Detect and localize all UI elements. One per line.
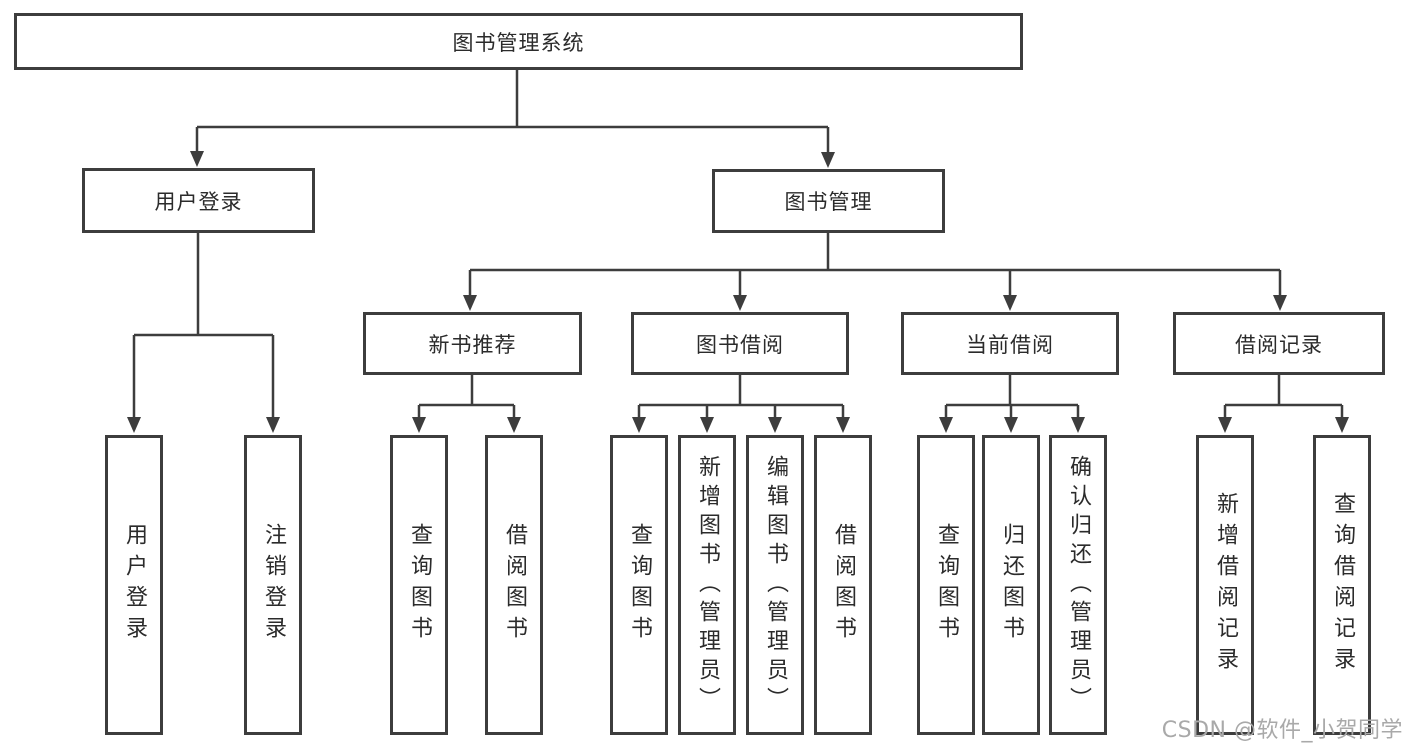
csdn-watermark: CSDN @软件_小贺同学 <box>1161 718 1403 743</box>
leaf-add-books-admin: 新增图书（管理员） <box>678 435 736 735</box>
leaf-label: 注销登录 <box>261 523 286 647</box>
leaf-confirm-return-admin: 确认归还（管理员） <box>1049 435 1107 735</box>
leaf-label: 编辑图书（管理员） <box>763 454 788 716</box>
node-library-management-system: 图书管理系统 <box>14 13 1023 70</box>
leaf-label: 用户登录 <box>122 523 147 647</box>
leaf-query-books-recommend: 查询图书 <box>390 435 448 735</box>
leaf-user-login: 用户登录 <box>105 435 163 735</box>
leaf-label: 借阅图书 <box>831 523 856 647</box>
leaf-label: 查询图书 <box>407 523 432 647</box>
leaf-query-books-borrow: 查询图书 <box>610 435 668 735</box>
leaf-borrow-books: 借阅图书 <box>814 435 872 735</box>
node-label: 图书管理系统 <box>452 30 585 55</box>
leaf-borrow-books-recommend: 借阅图书 <box>485 435 543 735</box>
leaf-label: 查询图书 <box>627 523 652 647</box>
leaf-label: 借阅图书 <box>502 523 527 647</box>
node-book-management: 图书管理 <box>712 169 945 233</box>
node-borrow-records: 借阅记录 <box>1173 312 1385 375</box>
node-label: 图书借阅 <box>696 332 784 357</box>
leaf-label: 查询图书 <box>934 523 959 647</box>
leaf-label: 查询借阅记录 <box>1330 492 1355 678</box>
leaf-query-books-current: 查询图书 <box>917 435 975 735</box>
node-label: 当前借阅 <box>966 332 1054 357</box>
node-book-borrow: 图书借阅 <box>631 312 849 375</box>
node-label: 用户登录 <box>154 189 243 214</box>
node-new-book-recommend: 新书推荐 <box>363 312 582 375</box>
node-user-login: 用户登录 <box>82 168 315 233</box>
leaf-label: 确认归还（管理员） <box>1066 454 1091 716</box>
leaf-add-borrow-record: 新增借阅记录 <box>1196 435 1254 735</box>
node-label: 借阅记录 <box>1235 332 1323 357</box>
leaf-query-borrow-record: 查询借阅记录 <box>1313 435 1371 735</box>
leaf-label: 新增图书（管理员） <box>695 454 720 716</box>
node-label: 新书推荐 <box>428 332 517 357</box>
leaf-logout: 注销登录 <box>244 435 302 735</box>
leaf-return-books: 归还图书 <box>982 435 1040 735</box>
node-current-borrow: 当前借阅 <box>901 312 1119 375</box>
leaf-edit-books-admin: 编辑图书（管理员） <box>746 435 804 735</box>
leaf-label: 新增借阅记录 <box>1213 492 1238 678</box>
leaf-label: 归还图书 <box>999 523 1024 647</box>
node-label: 图书管理 <box>784 190 873 214</box>
